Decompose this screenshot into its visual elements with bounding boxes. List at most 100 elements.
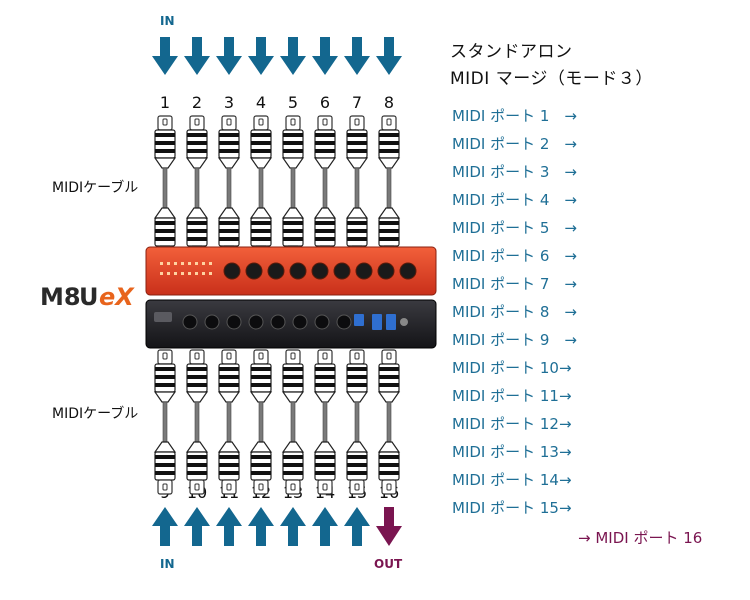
din-socket-icon: [289, 262, 307, 280]
title-line-2: MIDI マージ（モード３）: [450, 69, 653, 89]
up-arrow-icon: [280, 507, 306, 546]
usb-a-port-icon: [372, 314, 382, 330]
midi-port-label: MIDI ポート 3 →: [452, 163, 577, 181]
svg-text:U: U: [79, 283, 99, 311]
midi-port-label: MIDI ポート 11→: [452, 387, 572, 405]
title-line-1: スタンドアロン: [450, 42, 573, 62]
midi-connector: [185, 349, 209, 403]
out-arrow-icon: [376, 507, 402, 546]
midi-connector: [313, 115, 337, 169]
port-number: 8: [384, 93, 394, 112]
midi-cable: [313, 115, 337, 261]
device-red-panel: [145, 246, 437, 296]
midi-port-16-output: → MIDI ポート 16: [578, 529, 703, 547]
bottom-cable-label: MIDIケーブル: [52, 406, 139, 422]
midi-cable: [281, 115, 305, 261]
led-icon: [188, 272, 191, 275]
port-number: 7: [352, 93, 362, 112]
midi-cable: [217, 349, 241, 495]
led-icon: [202, 272, 205, 275]
midi-cable: [281, 349, 305, 495]
midi-port-label: MIDI ポート 2 →: [452, 135, 577, 153]
led-icon: [174, 262, 177, 265]
svg-text:M8: M8: [40, 283, 81, 311]
din-socket-icon: [270, 314, 286, 330]
device-black-panel: [145, 299, 437, 349]
down-arrow-icon: [280, 37, 306, 75]
midi-cable: [217, 115, 241, 261]
up-arrow-icon: [248, 507, 274, 546]
midi-port-label: MIDI ポート 4 →: [452, 191, 577, 209]
midi-cable: [185, 115, 209, 261]
midi-cable: [345, 115, 369, 261]
midi-cable: [377, 349, 401, 495]
midi-port-label: MIDI ポート 14→: [452, 471, 572, 489]
down-arrow-icon: [376, 37, 402, 75]
led-icon: [181, 272, 184, 275]
bottom-out-label: OUT: [374, 557, 403, 571]
midi-connector: [249, 349, 273, 403]
din-socket-icon: [336, 314, 352, 330]
midi-connector: [217, 441, 241, 495]
led-icon: [209, 272, 212, 275]
led-icon: [188, 262, 191, 265]
led-icon: [209, 262, 212, 265]
din-socket-icon: [355, 262, 373, 280]
midi-cable: [313, 349, 337, 495]
midi-connector: [185, 441, 209, 495]
down-arrow-icon: [152, 37, 178, 75]
up-arrow-icon: [344, 507, 370, 546]
din-socket-icon: [399, 262, 417, 280]
midi-connector: [281, 115, 305, 169]
down-arrow-icon: [344, 37, 370, 75]
midi-connector: [377, 441, 401, 495]
midi-connector: [377, 349, 401, 403]
bottom-midi-cables: [153, 349, 401, 495]
device-black-midi-ports: [182, 314, 352, 330]
top-midi-cables: [153, 115, 401, 261]
din-socket-icon: [226, 314, 242, 330]
m8uex-logo: M8 U eX: [40, 283, 135, 311]
midi-connector: [153, 441, 177, 495]
midi-port-label: MIDI ポート 13→: [452, 443, 572, 461]
led-icon: [160, 272, 163, 275]
din-socket-icon: [248, 314, 264, 330]
midi-port-label: MIDI ポート 10→: [452, 359, 572, 377]
top-in-label: IN: [160, 14, 175, 28]
midi-connector: [345, 441, 369, 495]
led-icon: [160, 262, 163, 265]
din-socket-icon: [267, 262, 285, 280]
midi-port-label: MIDI ポート 15→: [452, 499, 572, 517]
bottom-arrows: [152, 507, 402, 546]
midi-connector: [313, 441, 337, 495]
midi-connector: [377, 115, 401, 169]
top-cable-label: MIDIケーブル: [52, 180, 139, 196]
top-in-arrows: [152, 37, 402, 75]
midi-port-label: MIDI ポート 9 →: [452, 331, 577, 349]
midi-connector: [281, 349, 305, 403]
midi-port-label: MIDI ポート 12→: [452, 415, 572, 433]
port-number: 6: [320, 93, 330, 112]
led-icon: [167, 272, 170, 275]
din-socket-icon: [245, 262, 263, 280]
device-red-midi-ports: [223, 262, 417, 280]
midi-connector: [249, 441, 273, 495]
din-socket-icon: [182, 314, 198, 330]
up-arrow-icon: [152, 507, 178, 546]
midi-port-label: MIDI ポート 7 →: [452, 275, 577, 293]
up-arrow-icon: [312, 507, 338, 546]
din-socket-icon: [314, 314, 330, 330]
port-number: 5: [288, 93, 298, 112]
port-number: 1: [160, 93, 170, 112]
port-number: 2: [192, 93, 202, 112]
up-arrow-icon: [184, 507, 210, 546]
device-logo-icon: [154, 312, 172, 322]
midi-connector: [153, 349, 177, 403]
down-arrow-icon: [184, 37, 210, 75]
midi-connector: [345, 349, 369, 403]
midi-port-label: MIDI ポート 8 →: [452, 303, 577, 321]
led-icon: [181, 262, 184, 265]
svg-text:eX: eX: [99, 283, 135, 311]
